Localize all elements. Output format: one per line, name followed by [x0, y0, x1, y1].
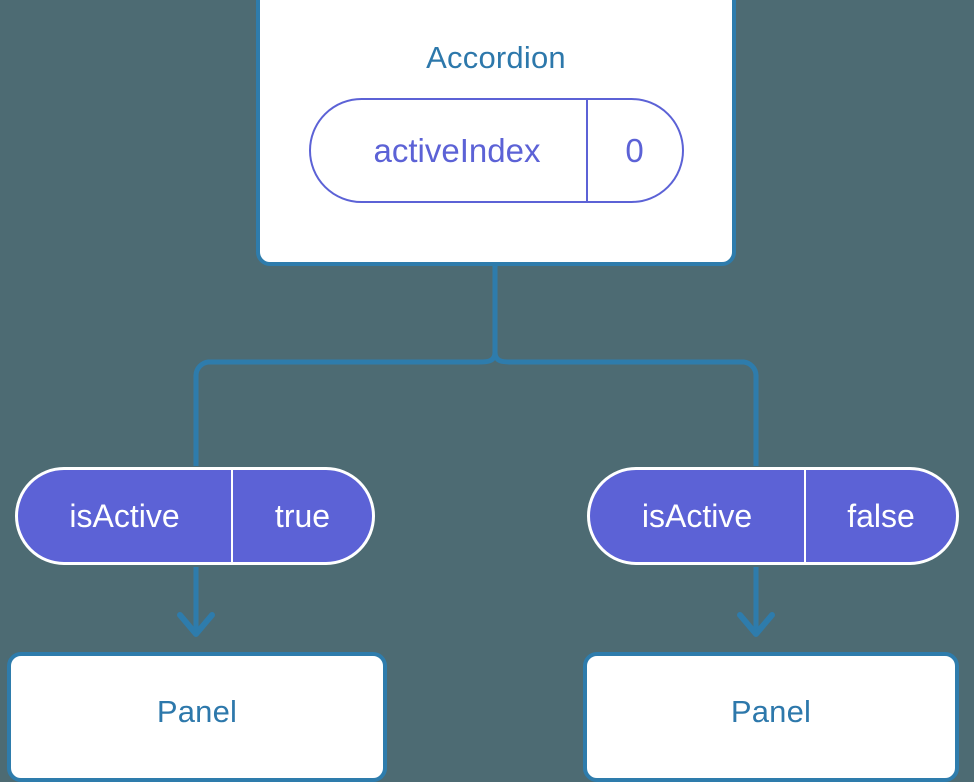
prop-pill-isactive-right-key: isActive [641, 498, 753, 534]
connector-split-left [193, 351, 498, 466]
prop-pill-isactive-left[interactable]: isActive true [15, 467, 375, 565]
arrow-head-right-icon [737, 612, 775, 637]
state-pill-activeindex[interactable]: activeIndex 0 [308, 98, 684, 203]
node-panel-left-title: Panel [156, 694, 238, 729]
node-panel-right[interactable]: Panel [583, 652, 959, 782]
node-panel-left[interactable]: Panel [7, 652, 387, 782]
prop-pill-isactive-left-value: true [231, 470, 372, 562]
node-accordion-title: Accordion [426, 40, 566, 75]
state-pill-activeindex-key: activeIndex [373, 132, 541, 169]
prop-pill-isactive-right-value: false [804, 470, 956, 562]
node-panel-right-title: Panel [730, 694, 812, 729]
state-pill-activeindex-value: 0 [585, 100, 682, 201]
node-accordion[interactable]: Accordion activeIndex 0 [256, 0, 736, 266]
prop-pill-isactive-right[interactable]: isActive false [587, 467, 959, 565]
arrow-head-left-icon [177, 612, 215, 637]
connector-split-right [492, 351, 759, 466]
prop-pill-isactive-left-key: isActive [69, 498, 180, 534]
